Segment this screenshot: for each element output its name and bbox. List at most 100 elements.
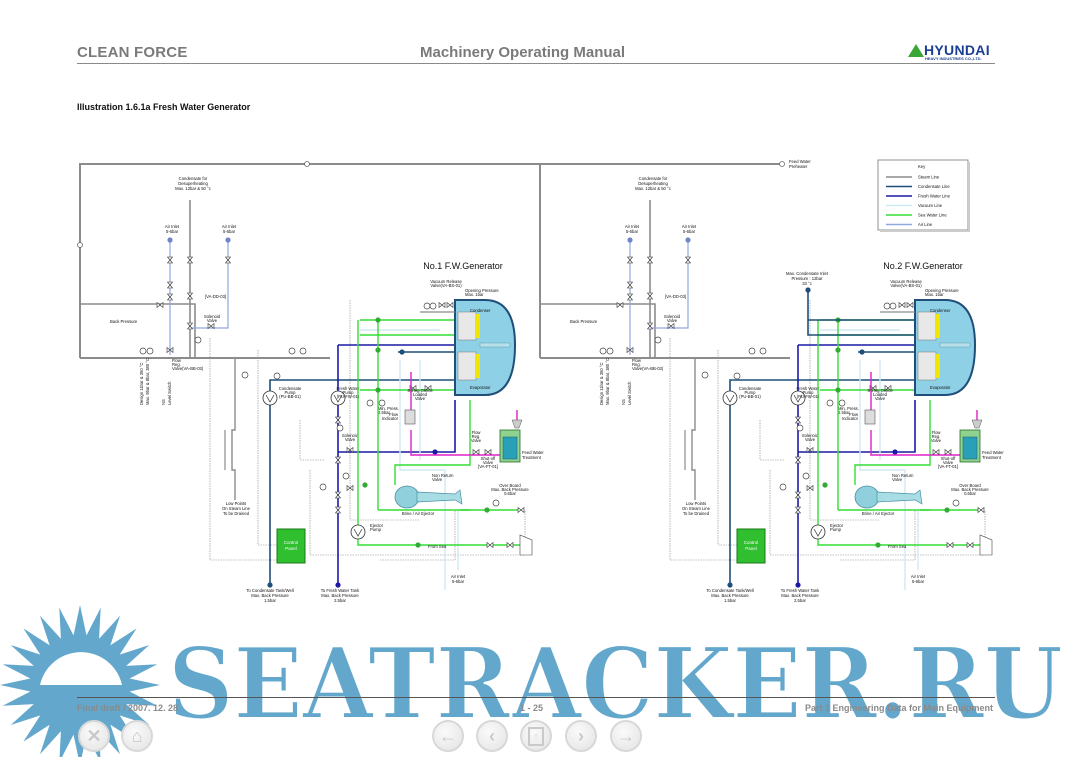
back-pressure-steam-line (80, 303, 196, 358)
air-line (190, 240, 229, 329)
control-panel-icon (276, 528, 306, 564)
flow-reg-valve-label: Flow (932, 430, 942, 435)
valve-tag-label: [VA-DD-03] (665, 294, 686, 299)
valve-icon (966, 541, 974, 549)
non-return-valve-label: Non Return (432, 473, 454, 478)
flow-indicator-label: Flow (389, 412, 399, 417)
pipe-node-icon (225, 237, 231, 243)
illustration-title: Illustration 1.6.1a Fresh Water Generato… (77, 102, 251, 112)
home-icon: ⌂ (131, 725, 143, 746)
pump-icon (262, 390, 278, 406)
vacuum-release-valve-label: Vacuum Release (890, 279, 922, 284)
air-inlet-bottom-label: Air Inlet (451, 574, 466, 579)
pressure-gauge-icon (654, 336, 662, 344)
pipe-node-icon (627, 237, 633, 243)
generator-title: No.2 F.W.Generator (883, 261, 963, 271)
condenser-label: Condenser (470, 308, 491, 313)
min-press-label: 2.5bar (378, 410, 390, 415)
home-button[interactable]: ⌂ (121, 720, 153, 752)
valve-icon (906, 301, 914, 309)
valve-icon (794, 491, 802, 499)
header-center-title: Machinery Operating Manual (420, 44, 626, 61)
valve-icon (506, 541, 514, 549)
solenoid-valve-label: Solenoid (802, 433, 819, 438)
valve-icon (626, 293, 634, 301)
valve-icon (884, 384, 892, 392)
non-return-valve-label: Valve (432, 477, 443, 482)
low-points-label: To be Drained (223, 511, 250, 516)
pressure-gauge-icon (319, 483, 327, 491)
control-wiring (349, 300, 420, 521)
flow-reg-valve-label: Reg. (472, 434, 481, 439)
to-condensate-tank-label: 1.5bar (724, 598, 736, 603)
pressure-gauge-icon (599, 347, 607, 355)
condensate-desuperheating-label: Desuperheating (178, 181, 208, 186)
pipe-node-icon (375, 317, 381, 323)
evaporator-label: Evaporator (930, 385, 951, 390)
feed-water-preheater-label: Preheater (789, 164, 808, 169)
valve-icon (334, 416, 342, 424)
logo-name: HYUNDAI (924, 42, 990, 58)
pressure-gauge-icon (146, 347, 154, 355)
back-pressure-label: Back Pressure (570, 319, 598, 324)
pipe-node-icon (375, 347, 381, 353)
design-note-label: Max. 9bar & 8bar, 380 °C (605, 358, 610, 405)
pipe-node-icon (835, 387, 841, 393)
sea-chest-icon (979, 534, 993, 556)
next-page-button[interactable]: › (565, 720, 597, 752)
footer-date: Final draft / 2007. 12. 28 (77, 703, 179, 713)
table-of-contents-button[interactable]: ↑ (520, 720, 552, 752)
design-note-label: Design 11bar & 350 °C (139, 362, 144, 405)
valve-icon (517, 506, 525, 514)
pipe-node-icon (375, 387, 381, 393)
last-page-button[interactable]: → (610, 720, 642, 752)
flow-reg-valve-label: Valve (931, 438, 942, 443)
sea-chest-icon (519, 534, 533, 556)
pipe-node-icon (805, 287, 811, 293)
pressure-gauge-icon (492, 499, 500, 507)
evaporator-tube-bundle-icon (457, 351, 477, 381)
ejector-nozzle-icon (416, 489, 463, 505)
close-button[interactable]: ✕ (78, 720, 110, 752)
brine-air-ejector-body-icon (394, 485, 420, 509)
pump-icon (350, 524, 366, 540)
pipe-node-icon (944, 507, 950, 513)
pipe-node-icon (362, 482, 368, 488)
pipe-node-icon (727, 582, 733, 588)
previous-page-button[interactable]: ‹ (476, 720, 508, 752)
feed-water-treatment-label: Treatment (982, 455, 1002, 460)
valve-icon (616, 301, 624, 309)
control-wiring (669, 338, 751, 561)
pump-icon (790, 390, 806, 406)
low-points-label: To be Drained (683, 511, 710, 516)
valve-icon (346, 484, 354, 492)
ejector-pump-label: Pump (370, 527, 382, 532)
control-wiring (299, 420, 325, 461)
back-pressure-steam-line (540, 303, 656, 358)
flow-reg-valve-label: Valve(VA-BB-03) (172, 366, 204, 371)
valve-icon (166, 293, 174, 301)
valve-icon (626, 346, 634, 354)
vacuum-line (859, 360, 906, 590)
pipe-node-icon (835, 347, 841, 353)
footer-divider (77, 697, 995, 698)
shutoff-valve-label: Shut-off (941, 456, 956, 461)
key-item-label: Fresh Water Line (918, 194, 951, 199)
flow-indicator-icon (404, 409, 416, 425)
air-inlet-label: Air Inlet (222, 224, 237, 229)
to-condensate-tank-label: To Condensate Tank/Well (706, 588, 753, 593)
flow-reg-valve-label: Reg. (172, 362, 181, 367)
non-return-valve-label: Valve (892, 477, 903, 482)
pump-icon (722, 390, 738, 406)
valve-icon (667, 322, 675, 330)
flow-reg-valve-label: Flow (472, 430, 482, 435)
chevron-left-icon: ‹ (489, 725, 495, 746)
key-item-label: Steam Line (918, 175, 940, 180)
fresh-water-pump-label: Fresh Water (337, 386, 360, 391)
valve-icon (156, 301, 164, 309)
valve-icon (946, 541, 954, 549)
first-page-button[interactable]: ← (432, 720, 464, 752)
pipe-node-icon (267, 582, 273, 588)
valve-icon (224, 256, 232, 264)
